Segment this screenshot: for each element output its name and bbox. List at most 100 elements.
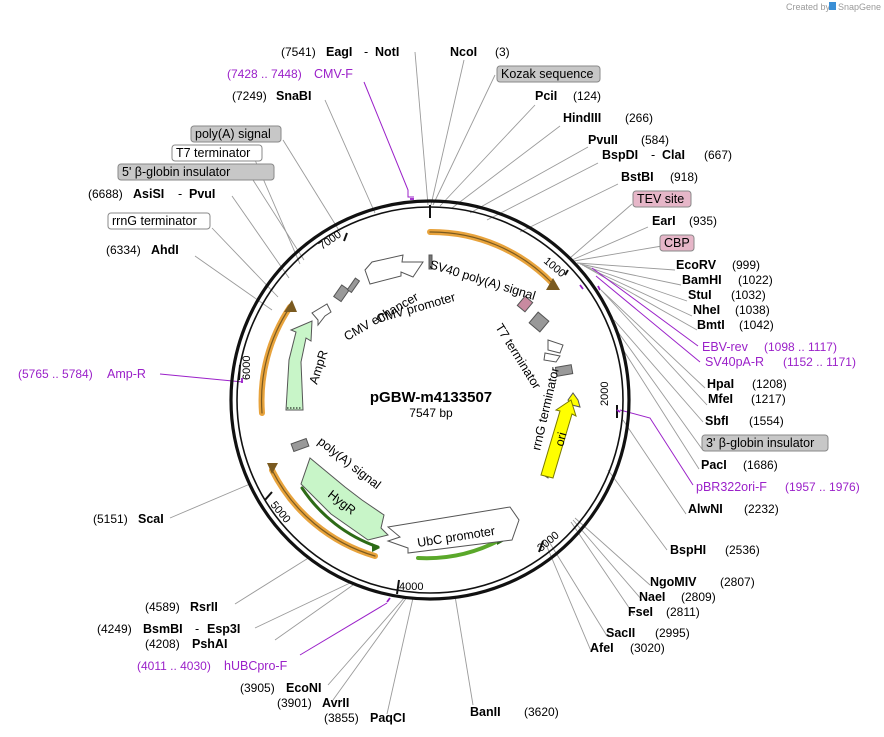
- enzyme-bsmbi-sep: -: [195, 622, 199, 636]
- enzyme-eari: EarI: [652, 214, 676, 228]
- box-3-beta-globin-insulator: 3' β-globin insulator: [706, 436, 814, 450]
- enzyme-ngomiv-pos: (2807): [720, 575, 755, 589]
- tick-label-6000: 6000: [241, 356, 253, 380]
- enzyme-snabi: SnaBI: [276, 89, 311, 103]
- box-kozak-sequence: Kozak sequence: [501, 67, 593, 81]
- enzyme-alwni: AlwNI: [688, 502, 723, 516]
- enzyme-sbfi-pos: (1554): [749, 414, 784, 428]
- enzyme-bsphi-pos: (2536): [725, 543, 760, 557]
- tick-marks: [238, 205, 618, 595]
- enzyme-pshai: PshAI: [192, 637, 227, 651]
- plasmid-name: pGBW-m4133507: [370, 389, 492, 406]
- primer-sv40pa-r: SV40pA-R: [705, 355, 764, 369]
- enzyme-alwni-pos: (2232): [744, 502, 779, 516]
- enzyme-eagi-pos: (7541): [281, 45, 316, 59]
- enzyme-bamhi-pos: (1022): [738, 273, 773, 287]
- enzyme-asisi: AsiSI: [133, 187, 164, 201]
- enzyme-rsrii-pos: (4589): [145, 600, 180, 614]
- enzyme-ahdi-pos: (6334): [106, 243, 141, 257]
- enzyme-pvuii: PvuII: [588, 133, 618, 147]
- boxed-feature-labels: Kozak sequence poly(A) signal T7 termina…: [107, 65, 829, 452]
- enzyme-sacii: SacII: [606, 626, 635, 640]
- box-polya-signal: poly(A) signal: [195, 127, 271, 141]
- enzyme-avrii-pos: (3901): [277, 696, 312, 710]
- left-enzyme-labels: (7541) EagI - NotI (7249) SnaBI (6688) A…: [88, 45, 405, 725]
- box-cbp: CBP: [664, 236, 690, 250]
- enzyme-ecorv: EcoRV: [676, 258, 717, 272]
- enzyme-bamhi: BamHI: [682, 273, 722, 287]
- orf-highlights: [258, 228, 556, 561]
- tick-label-4000: 4000: [399, 581, 423, 593]
- primer-cmv-f-range: (7428 .. 7448): [227, 67, 302, 81]
- enzyme-paqci-pos: (3855): [324, 711, 359, 725]
- map-label-ampr: AmpR: [307, 349, 331, 386]
- enzyme-ncoi-pos: (3): [495, 45, 510, 59]
- map-label-ori: ori: [552, 431, 569, 448]
- enzyme-scai: ScaI: [138, 512, 164, 526]
- enzyme-pvuii-pos: (584): [641, 133, 669, 147]
- primer-labels: (7428 .. 7448) CMV-F EBV-rev (1098 .. 11…: [18, 67, 860, 673]
- enzyme-paci: PacI: [701, 458, 727, 472]
- enzyme-afei-pos: (3020): [630, 641, 665, 655]
- enzyme-eagi: EagI: [326, 45, 352, 59]
- tick-label-2000: 2000: [599, 382, 611, 406]
- enzyme-sbfi: SbfI: [705, 414, 729, 428]
- enzyme-sacii-pos: (2995): [655, 626, 690, 640]
- enzyme-paqci: PaqCI: [370, 711, 405, 725]
- enzyme-bspdi-sep: -: [651, 148, 655, 162]
- enzyme-ncoi: NcoI: [450, 45, 477, 59]
- primer-hubcpro-f: hUBCpro-F: [224, 659, 288, 673]
- enzyme-econi: EcoNI: [286, 681, 321, 695]
- enzyme-bsmbi: BsmBI: [143, 622, 183, 636]
- enzyme-ngomiv: NgoMIV: [650, 575, 697, 589]
- enzyme-noti: NotI: [375, 45, 399, 59]
- enzyme-pvui: PvuI: [189, 187, 215, 201]
- enzyme-fsei: FseI: [628, 605, 653, 619]
- primer-pbr322ori-f: pBR322ori-F: [696, 480, 767, 494]
- enzyme-esp3i: Esp3I: [207, 622, 240, 636]
- enzyme-naei: NaeI: [639, 590, 665, 604]
- enzyme-bmti-pos: (1042): [739, 318, 774, 332]
- right-enzyme-labels: NcoI (3) PciI (124) HindIII (266) PvuII …: [450, 45, 787, 719]
- snapgene-logo-icon: [829, 2, 836, 10]
- box-t7-terminator: T7 terminator: [176, 146, 250, 160]
- credit-prefix: Created by: [786, 2, 831, 12]
- feature-shapes: [285, 254, 581, 554]
- map-label-t7-terminator: T7 terminator: [492, 321, 543, 391]
- primer-amp-r-range: (5765 .. 5784): [18, 367, 93, 381]
- primer-pbr322ori-f-range: (1957 .. 1976): [785, 480, 860, 494]
- primer-ebv-rev: EBV-rev: [702, 340, 749, 354]
- enzyme-clai-pos: (667): [704, 148, 732, 162]
- enzyme-bsmbi-pos: (4249): [97, 622, 132, 636]
- enzyme-afei: AfeI: [590, 641, 614, 655]
- enzyme-banii-pos: (3620): [524, 705, 559, 719]
- enzyme-hindiii-pos: (266): [625, 111, 653, 125]
- enzyme-banii: BanII: [470, 705, 501, 719]
- enzyme-hpai-pos: (1208): [752, 377, 787, 391]
- enzyme-bspdi: BspDI: [602, 148, 638, 162]
- enzyme-stui-pos: (1032): [731, 288, 766, 302]
- enzyme-stui: StuI: [688, 288, 712, 302]
- enzyme-nhei: NheI: [693, 303, 720, 317]
- primer-cmv-f: CMV-F: [314, 67, 353, 81]
- enzyme-clai: ClaI: [662, 148, 685, 162]
- enzyme-pshai-pos: (4208): [145, 637, 180, 651]
- enzyme-eari-pos: (935): [689, 214, 717, 228]
- enzyme-bstbi: BstBI: [621, 170, 654, 184]
- enzyme-avrii: AvrII: [322, 696, 349, 710]
- enzyme-naei-pos: (2809): [681, 590, 716, 604]
- enzyme-paci-pos: (1686): [743, 458, 778, 472]
- enzyme-snabi-pos: (7249): [232, 89, 267, 103]
- enzyme-asisi-pos: (6688): [88, 187, 123, 201]
- enzyme-pcii: PciI: [535, 89, 557, 103]
- enzyme-hpai: HpaI: [707, 377, 734, 391]
- enzyme-ecorv-pos: (999): [732, 258, 760, 272]
- enzyme-nhei-pos: (1038): [735, 303, 770, 317]
- enzyme-hindiii: HindIII: [563, 111, 601, 125]
- primer-amp-r: Amp-R: [107, 367, 146, 381]
- backbone-outer: [229, 199, 631, 601]
- enzyme-mfei: MfeI: [708, 392, 733, 406]
- enzyme-bmti: BmtI: [697, 318, 725, 332]
